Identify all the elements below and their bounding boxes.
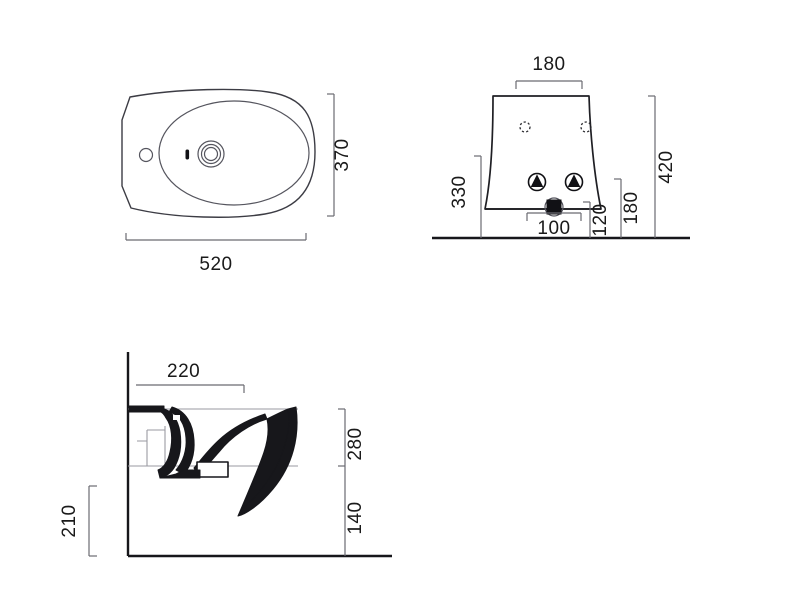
- slot-mark-icon: [185, 149, 190, 160]
- side-inlet-curve-inner: [168, 406, 195, 475]
- dimension-label-370: 370: [332, 138, 353, 171]
- dimension-label-220: 220: [167, 361, 200, 382]
- dimension-label-280: 280: [345, 427, 366, 460]
- front-body-outline: [484, 95, 602, 210]
- side-lower-band: [159, 469, 201, 479]
- side-bowl-inner-edge: [237, 406, 298, 517]
- side-internal-lines: [137, 426, 166, 466]
- top-body-outline: [121, 88, 316, 218]
- front-view: 180 100 330 420 180: [432, 54, 690, 240]
- side-trap-box: [196, 461, 229, 478]
- dimension-label-330: 330: [449, 175, 470, 208]
- dimension-side-220: 220: [136, 361, 245, 393]
- dimension-label-100: 100: [537, 218, 570, 239]
- valve-symbol-right-icon: [564, 172, 584, 192]
- dimension-front-120: 120: [583, 201, 611, 238]
- dimension-top-depth: 370: [327, 93, 353, 217]
- dimension-front-420: 420: [648, 95, 677, 238]
- dimension-side-210: 210: [59, 485, 97, 557]
- top-view: 370 520: [121, 88, 353, 275]
- dimension-side-280: 280: [338, 408, 366, 556]
- fixing-hole-right-icon: [580, 121, 592, 133]
- dimension-front-top-width: 180: [515, 54, 583, 89]
- dimension-label-420: 420: [656, 150, 677, 183]
- valve-symbol-left-icon: [527, 172, 547, 192]
- dimension-label-180-side: 180: [621, 191, 642, 224]
- side-curve-highlight: [173, 415, 180, 420]
- side-view: 220 280 140 210: [59, 352, 392, 558]
- dimension-top-width: 520: [125, 233, 307, 275]
- dimension-front-180: 180: [614, 178, 642, 238]
- dimension-label-520: 520: [199, 254, 232, 275]
- overflow-hole-icon: [138, 147, 154, 163]
- drain-outlet: [197, 140, 225, 168]
- dimension-front-outlet-width: 100: [526, 212, 582, 239]
- dimension-label-210: 210: [59, 504, 80, 537]
- top-bowl-rim: [158, 100, 310, 206]
- dimension-label-180-top: 180: [532, 54, 565, 75]
- fixing-hole-left-icon: [519, 121, 531, 133]
- dimension-front-330: 330: [449, 155, 482, 238]
- side-inlet-curve-outer: [157, 407, 182, 479]
- dimension-side-140: 140: [345, 501, 366, 534]
- waste-outlet-icon: [544, 197, 564, 217]
- dimension-label-140: 140: [345, 501, 366, 534]
- dimension-label-120: 120: [590, 203, 611, 236]
